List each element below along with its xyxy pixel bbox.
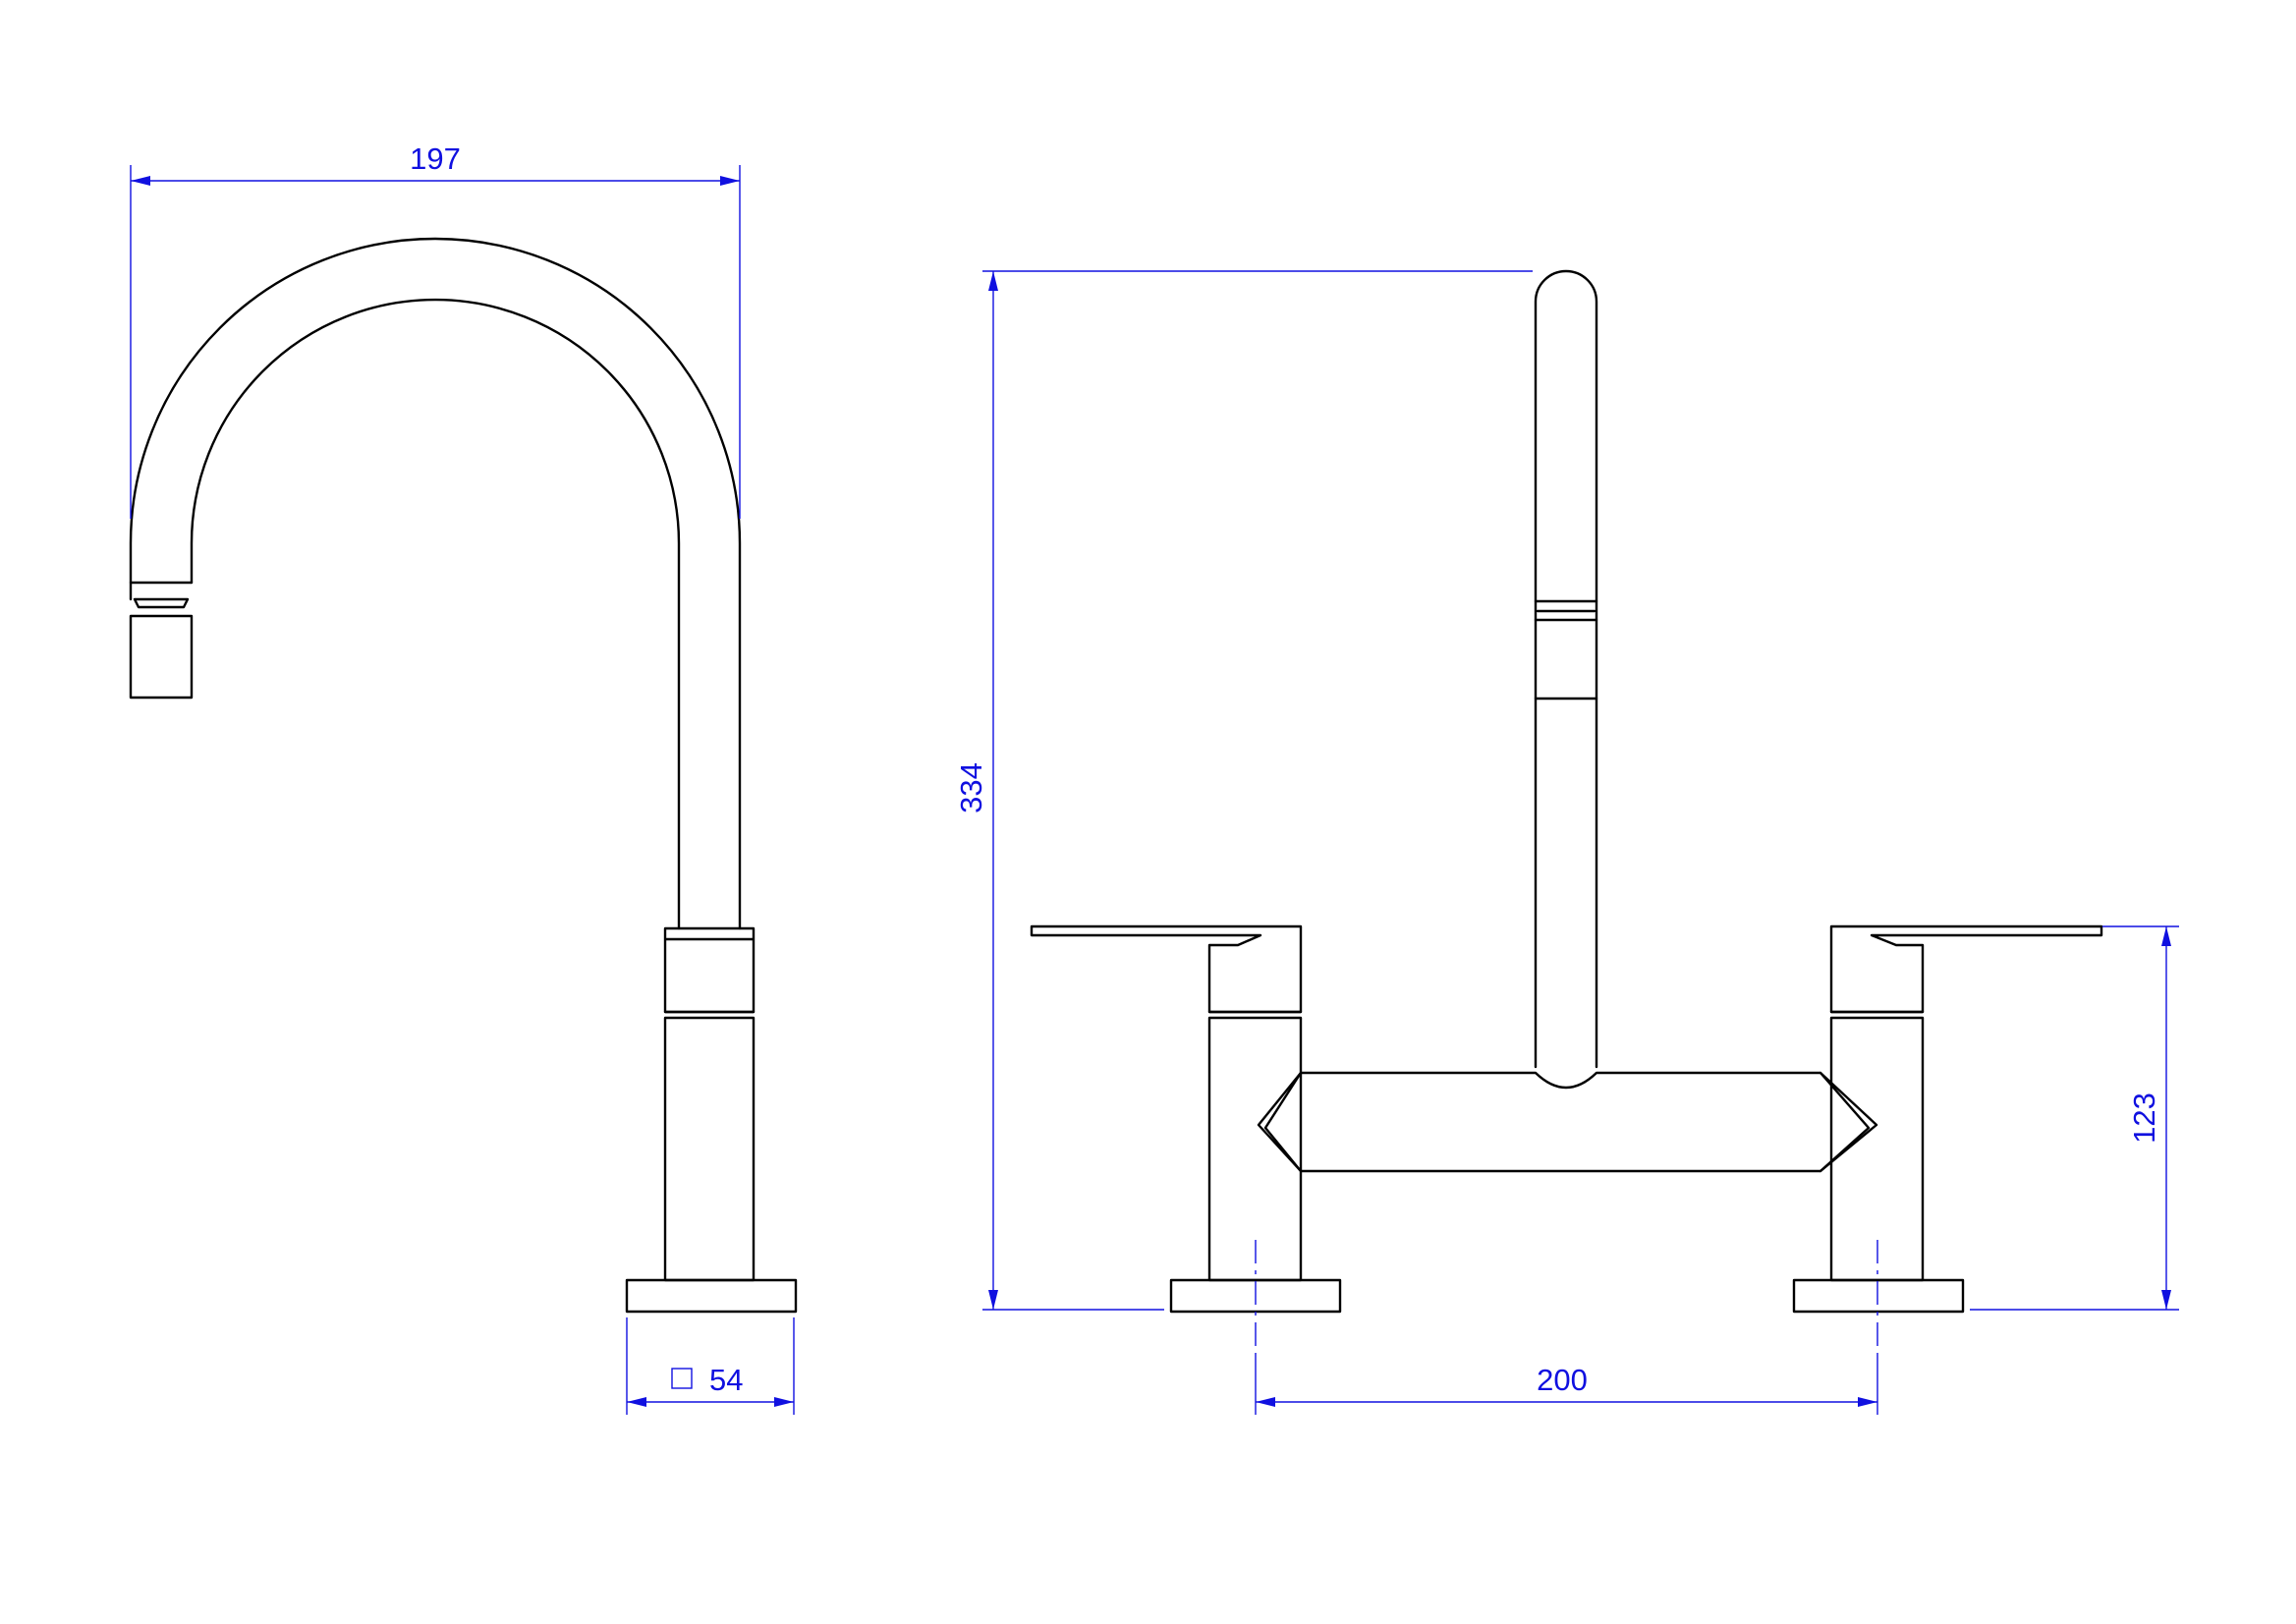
square-symbol-icon xyxy=(671,1368,693,1389)
side-base-plate xyxy=(625,1278,798,1314)
base-size-label: 54 xyxy=(709,1363,743,1397)
right-valve xyxy=(1792,924,2103,1314)
left-valve xyxy=(1030,924,1342,1314)
spout-outer-contour xyxy=(129,237,742,930)
bridge-left-facet xyxy=(1263,1071,1303,1173)
dimension-layer: 197 334 123 54 xyxy=(130,141,2179,1415)
spout-aerator-ring xyxy=(1534,599,1598,613)
bridge-right-facet xyxy=(1819,1071,1871,1173)
vertical-spout-tube xyxy=(1534,269,1598,1069)
aerator-body xyxy=(129,614,194,700)
spout-reach-label: 197 xyxy=(410,141,461,176)
side-view xyxy=(129,237,798,1314)
side-body-column xyxy=(663,1016,756,1282)
left-lever-handle xyxy=(1030,924,1303,1014)
dimension-total-height: 334 xyxy=(954,270,1533,1311)
handle-height-label: 123 xyxy=(2127,1092,2161,1144)
bridge-body xyxy=(1257,1071,1878,1173)
dimension-spout-reach: 197 xyxy=(130,141,741,519)
right-base-plate xyxy=(1792,1278,1965,1314)
aerator-ring xyxy=(133,597,190,609)
total-height-label: 334 xyxy=(954,762,988,813)
right-lever-handle xyxy=(1829,924,2103,1014)
spout-inner-contour xyxy=(190,298,681,930)
front-view xyxy=(1030,269,2103,1314)
spout-collar xyxy=(663,926,756,1014)
dimension-center-distance: 200 xyxy=(1255,1240,1878,1415)
dimension-handle-height: 123 xyxy=(1970,925,2179,1311)
center-distance-label: 200 xyxy=(1537,1363,1588,1397)
dimension-base-size: 54 xyxy=(626,1317,795,1415)
